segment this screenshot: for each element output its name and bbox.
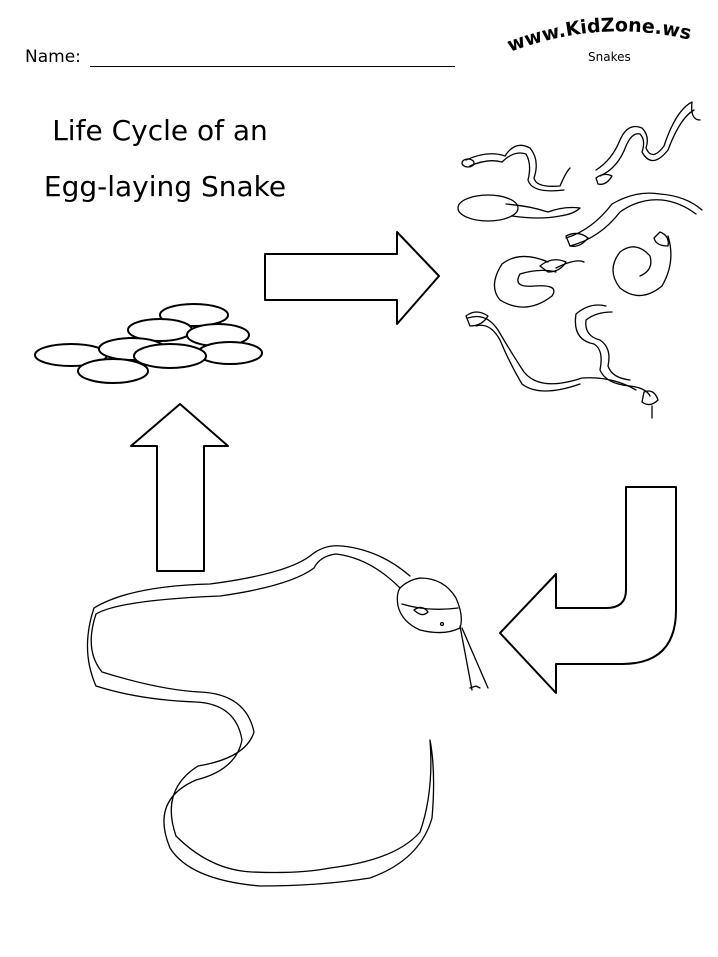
name-line[interactable] — [90, 66, 455, 67]
name-label: Name: — [25, 47, 81, 67]
snake-eggs-icon — [34, 303, 263, 384]
baby-snakes-icon — [457, 101, 703, 419]
title-line-1: Life Cycle of an — [52, 114, 268, 147]
arrow-curved-icon — [499, 486, 677, 694]
kidzone-logo[interactable]: www.KidZone.ws — [506, 6, 716, 58]
adult-snake-icon — [86, 545, 489, 887]
title-line-2: Egg-laying Snake — [43, 170, 287, 203]
section-label: Snakes — [588, 50, 631, 64]
arrow-right-icon — [264, 231, 440, 325]
arrow-up-icon — [130, 403, 229, 572]
